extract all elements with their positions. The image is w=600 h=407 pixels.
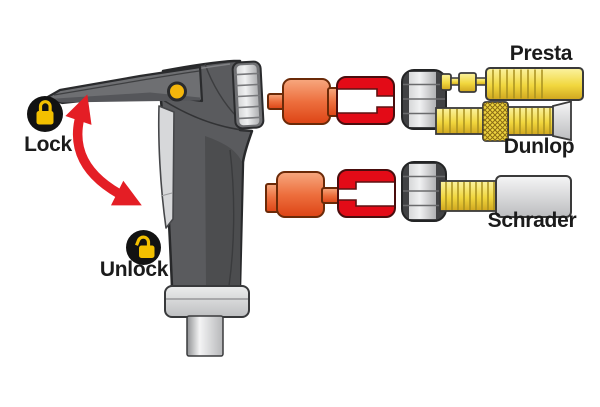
panel-seam (160, 192, 173, 197)
valve-clamp-insert-schrader-orientation (337, 169, 396, 218)
lock-ring-top (401, 69, 447, 130)
head-contour-line (162, 99, 251, 132)
grip-seam-line (228, 149, 235, 287)
lock-ring-grooves (403, 175, 445, 207)
schrader-valve (439, 175, 572, 218)
open-padlock-body (139, 245, 155, 258)
dunlop-label: Dunlop (503, 135, 575, 158)
dunlop-valve (435, 100, 572, 142)
seal-grommet-schrader-orientation (265, 171, 340, 218)
seal-grommet-presta-orientation (267, 78, 342, 125)
unlock-label: Unlock (99, 258, 169, 281)
cap-knurl-lines (234, 72, 262, 120)
schrader-threads (445, 182, 495, 210)
curved-double-arrow-icon (65, 94, 142, 206)
closed-padlock-body (36, 111, 54, 125)
presta-threads (492, 69, 543, 99)
dunlop-knurled-nut (482, 101, 509, 142)
lock-slide-panel (157, 105, 175, 229)
lock-icon (27, 96, 63, 132)
head-collar (164, 285, 250, 318)
dunlop-threads-right (513, 108, 551, 134)
head-cap-ring (231, 60, 265, 130)
grip-shading (205, 136, 242, 286)
presta-label: Presta (509, 42, 573, 65)
lever-bevel-line (53, 70, 200, 96)
lock-label: Lock (24, 133, 72, 156)
lever-pivot (167, 81, 187, 102)
closed-padlock-shackle (38, 100, 52, 112)
dunlop-flange (552, 100, 572, 142)
hose-tube (186, 315, 224, 357)
lock-ring-bottom (401, 161, 447, 222)
pump-head (44, 59, 265, 357)
dunlop-threads-left (442, 109, 479, 133)
schrader-label: Schrader (487, 209, 577, 232)
presta-valve (440, 67, 584, 101)
valve-clamp-insert-presta-orientation (336, 76, 395, 125)
unlock-icon (126, 230, 161, 265)
open-padlock-shackle (135, 235, 151, 246)
